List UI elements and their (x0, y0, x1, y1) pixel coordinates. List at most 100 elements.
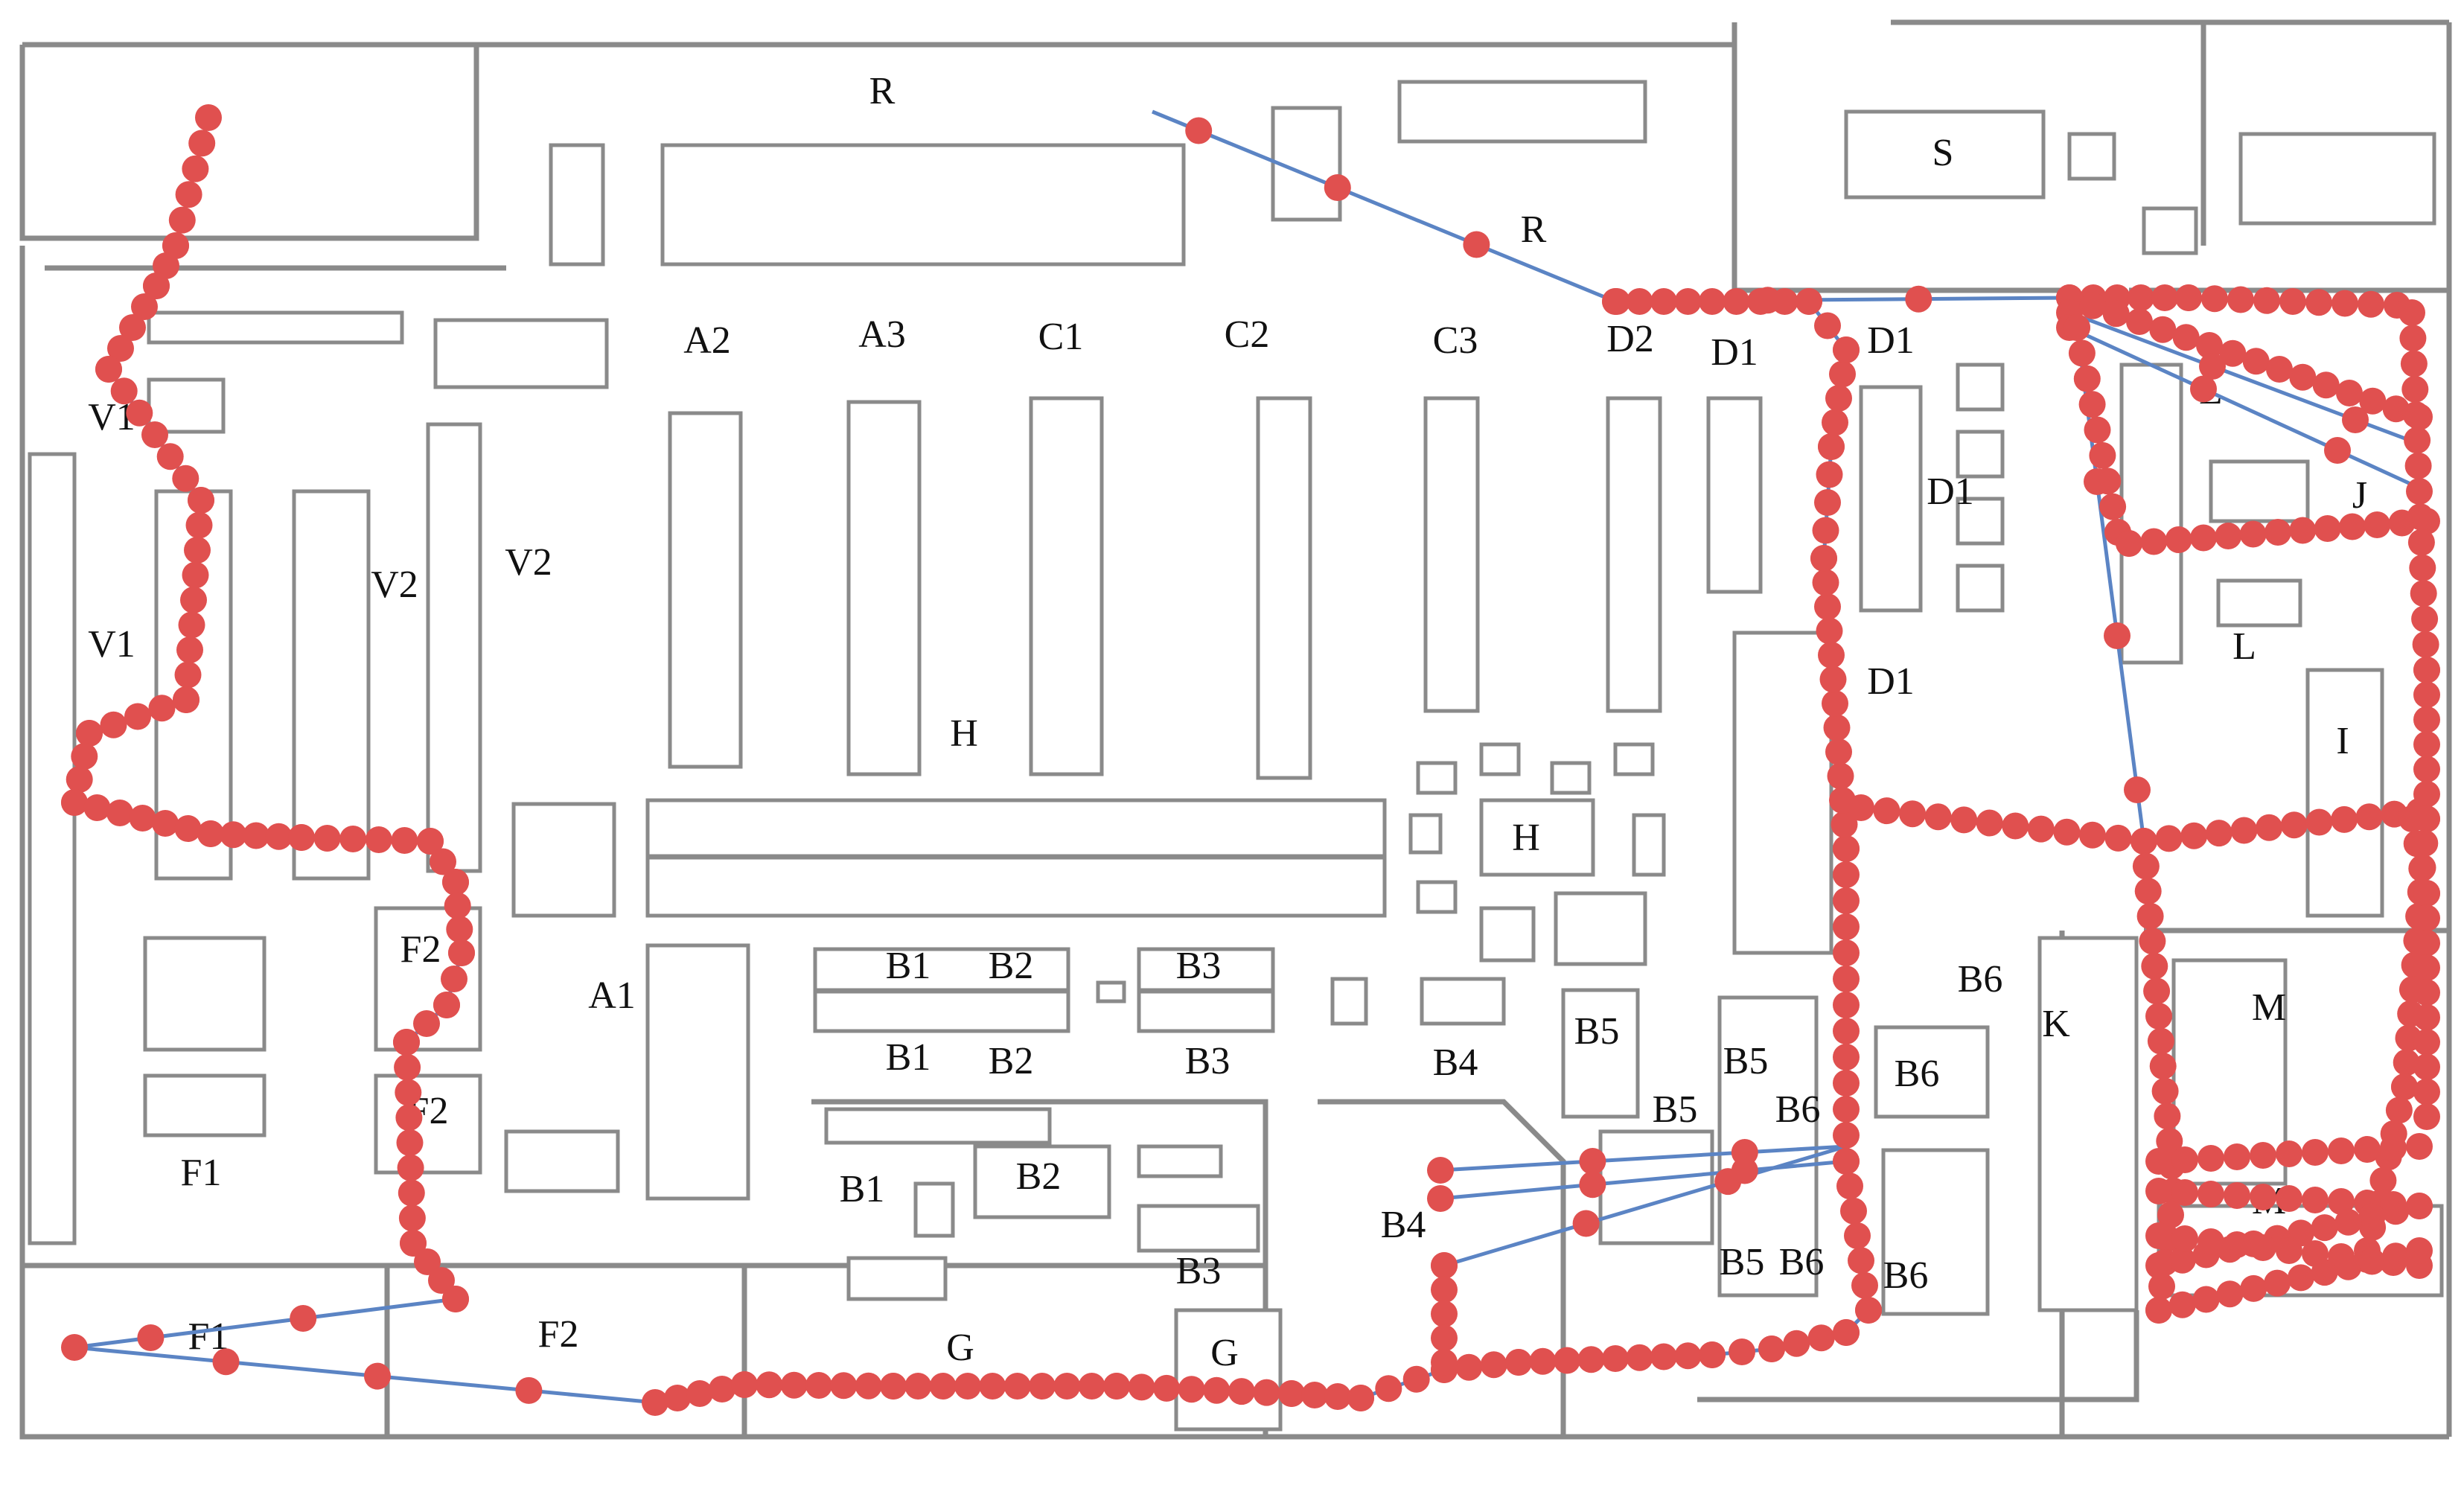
position-sample-dot (2279, 288, 2306, 315)
position-sample-dot (2084, 468, 2110, 495)
position-sample-dot (1053, 1373, 1081, 1400)
position-sample-dot (1427, 1157, 1454, 1184)
position-sample-dot (2215, 523, 2242, 549)
zone-label-B6-b: B6 (1895, 1053, 1940, 1095)
zone-label-H-a: H (950, 712, 978, 755)
position-sample-dot (1626, 1344, 1653, 1371)
position-sample-dot (2102, 300, 2130, 328)
position-sample-dot (1674, 1342, 1702, 1370)
zone-label-B6-a: B6 (1775, 1088, 1821, 1131)
position-sample-dot (2413, 681, 2440, 709)
position-sample-dot (2205, 820, 2232, 847)
position-sample-dot (1848, 1247, 1874, 1274)
position-sample-dot (2180, 822, 2208, 849)
zone-label-B3-c: B3 (1176, 1250, 1222, 1292)
position-sample-dot (1807, 1324, 1835, 1352)
position-sample-dot (1833, 913, 1860, 940)
position-sample-dot (106, 800, 133, 826)
position-sample-dot (2224, 1143, 2250, 1170)
position-sample-dot (2382, 1198, 2410, 1225)
position-sample-dot (2149, 1053, 2177, 1080)
position-sample-dot (2413, 954, 2440, 981)
position-sample-dot (1825, 738, 1852, 765)
position-sample-dot (2190, 375, 2217, 403)
zone-label-D1-a: D1 (1711, 331, 1758, 374)
position-sample-dot (2250, 1234, 2276, 1261)
zone-label-A3: A3 (858, 313, 906, 356)
position-sample-dot (1431, 1301, 1458, 1327)
zone-label-B1-a: B1 (886, 945, 931, 987)
position-sample-dot (2404, 452, 2432, 479)
position-sample-dot (395, 1079, 422, 1106)
position-sample-dot (1827, 762, 1854, 790)
zone-label-H-b: H (1512, 817, 1540, 859)
position-sample-dot (174, 815, 202, 842)
position-sample-dot (156, 443, 184, 470)
position-sample-dot (1833, 835, 1860, 862)
position-sample-dot (2409, 554, 2436, 581)
position-sample-dot (780, 1371, 808, 1399)
position-sample-dot (2145, 1222, 2172, 1249)
position-sample-dot (2099, 493, 2127, 520)
position-sample-dot (1699, 1341, 1726, 1368)
position-sample-dot (61, 789, 88, 816)
position-sample-dot (1833, 1096, 1860, 1123)
position-sample-dot (2399, 325, 2427, 352)
position-sample-dot (2406, 1133, 2433, 1160)
position-sample-dot (2311, 1259, 2338, 1286)
position-sample-dot (2406, 1193, 2433, 1219)
position-sample-dot (188, 130, 216, 157)
position-sample-dot (2302, 1139, 2329, 1166)
position-sample-dot (1818, 433, 1845, 460)
position-sample-dot (2413, 1029, 2440, 1056)
position-sample-dot (2328, 1137, 2355, 1164)
position-sample-dot (2413, 1053, 2440, 1081)
position-sample-dot (2413, 929, 2440, 957)
zone-label-B4-b: B4 (1381, 1204, 1426, 1246)
position-sample-dot (1579, 1171, 1606, 1199)
position-sample-dot (265, 823, 293, 850)
position-sample-dot (2140, 528, 2168, 555)
position-sample-dot (178, 611, 205, 639)
position-sample-dot (2380, 1135, 2407, 1161)
position-sample-dot (1402, 1365, 1430, 1393)
position-sample-dot (2134, 878, 2162, 905)
position-sample-dot (395, 1104, 423, 1132)
position-sample-dot (830, 1372, 858, 1400)
position-sample-dot (954, 1373, 981, 1400)
position-sample-dot (979, 1373, 1006, 1400)
position-sample-dot (430, 848, 456, 875)
position-sample-dot (2151, 1077, 2179, 1105)
position-sample-dot (124, 703, 151, 730)
position-sample-dot (1899, 800, 1927, 828)
position-sample-dot (1463, 231, 1490, 258)
position-sample-dot (2413, 1103, 2440, 1130)
position-sample-dot (1003, 1373, 1031, 1400)
position-sample-dot (441, 966, 467, 992)
position-sample-dot (1431, 1276, 1458, 1303)
position-sample-dot (2116, 530, 2142, 557)
position-sample-dot (2136, 902, 2164, 930)
zone-label-G-a: G (946, 1327, 974, 1369)
position-sample-dot (2302, 1187, 2329, 1213)
zone-label-M-a: M (2252, 986, 2286, 1029)
zone-label-B5-d: B5 (1720, 1241, 1765, 1283)
position-sample-dot (197, 820, 224, 847)
position-sample-dot (129, 805, 156, 832)
position-sample-dot (1347, 1385, 1374, 1411)
position-sample-dot (66, 766, 93, 793)
position-sample-dot (2156, 1127, 2183, 1155)
position-sample-dot (2239, 520, 2267, 548)
zone-label-R-top: R (869, 70, 896, 112)
position-sample-dot (2084, 416, 2111, 444)
position-sample-dot (174, 661, 202, 689)
position-sample-dot (2364, 511, 2391, 538)
zone-label-K: K (2042, 1003, 2070, 1045)
zone-label-B6-d: B6 (1779, 1241, 1825, 1283)
position-sample-dot (2358, 1203, 2386, 1231)
position-sample-dot (2199, 353, 2226, 380)
position-sample-dot (2406, 1237, 2433, 1264)
position-sample-dot (2198, 1228, 2224, 1255)
position-sample-dot (290, 1305, 317, 1332)
position-sample-dot (2242, 348, 2270, 375)
